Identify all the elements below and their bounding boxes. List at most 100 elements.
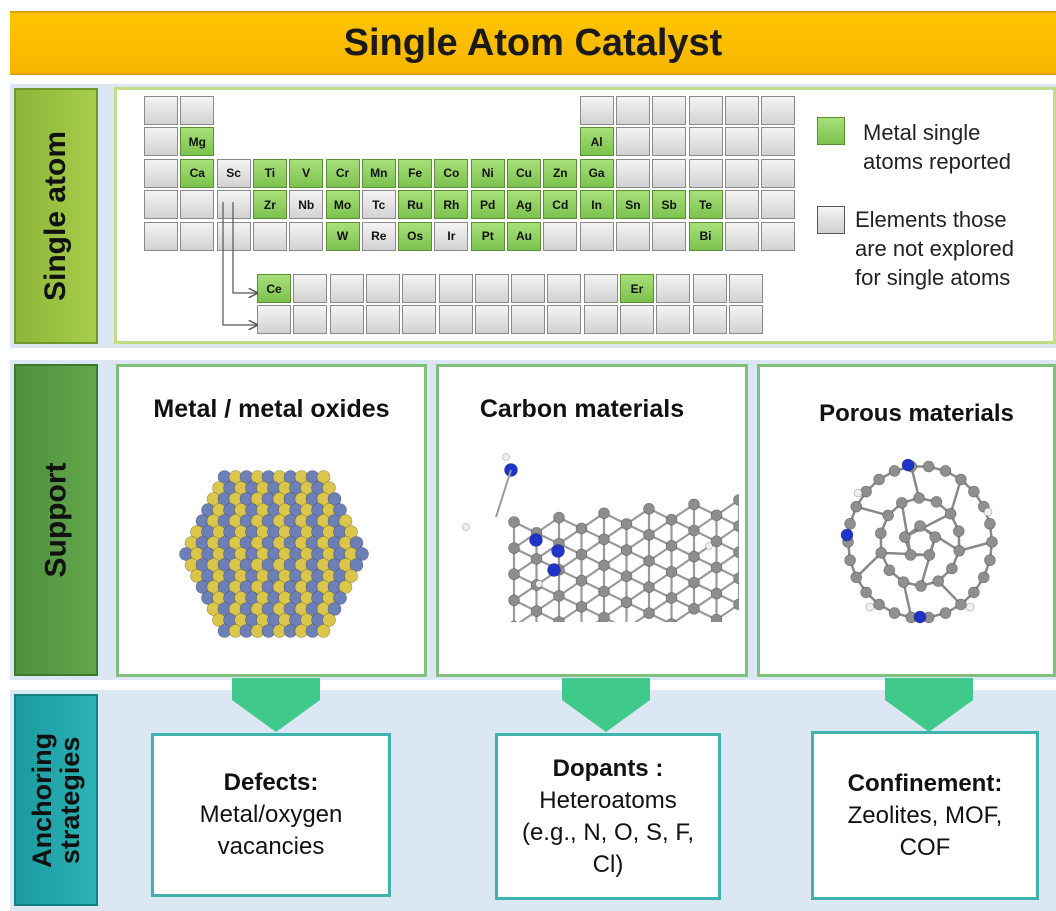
support-title-metal-oxides: Metal / metal oxides	[153, 395, 390, 423]
element-sb: Sb	[652, 190, 687, 220]
element-cell	[652, 127, 687, 157]
element-cell	[652, 158, 687, 188]
element-cell	[402, 274, 437, 303]
anchoring-card-confinement: Confinement: Zeolites, MOF, COF	[811, 731, 1039, 900]
element-cell	[543, 221, 578, 251]
element-al: Al	[579, 127, 614, 157]
element-mg: Mg	[180, 127, 215, 157]
down-arrow-icon	[885, 678, 973, 732]
element-cell	[615, 221, 650, 251]
element-cell	[761, 96, 796, 125]
element-ir: Ir	[434, 221, 469, 251]
element-os: Os	[398, 221, 433, 251]
hydrogen-atom	[705, 542, 713, 550]
element-cell	[257, 305, 291, 335]
element-cell	[724, 190, 759, 220]
element-er: Er	[620, 274, 654, 303]
hydrogen-atom	[462, 523, 470, 531]
element-rh: Rh	[434, 190, 469, 220]
element-v: V	[289, 158, 324, 188]
support-title-carbon: Carbon materials	[479, 395, 685, 423]
element-cell	[474, 305, 509, 335]
section-label-single-atom: Single atom	[14, 88, 98, 344]
element-cell	[365, 274, 400, 303]
anchoring-card-dopants: Dopants : Heteroatoms (e.g., N, O, S, F,…	[495, 733, 721, 900]
nitrogen-atom	[547, 563, 561, 577]
element-au: Au	[507, 221, 541, 251]
nitrogen-doped-graphene-image	[462, 453, 739, 622]
hydrogen-atom	[965, 602, 975, 612]
anchoring-card-defects: Defects: Metal/oxygen vacancies	[151, 733, 391, 897]
element-cell	[329, 305, 364, 335]
support-card-metal-oxides: Metal / metal oxides	[116, 364, 427, 677]
element-cell	[656, 274, 691, 303]
anchoring-text: COF	[899, 833, 951, 861]
element-cell	[761, 158, 796, 188]
support-card-carbon: Carbon materials	[436, 364, 748, 677]
anchoring-text: (e.g., N, O, S, F,	[521, 818, 695, 846]
legend-label-unexplored: Elements those are not explored for sing…	[855, 207, 1014, 290]
section-label-anchoring-line-1: Anchoring	[26, 732, 57, 868]
anchoring-text: Metal/oxygen	[199, 801, 343, 828]
anchoring-text: Zeolites, MOF,	[847, 801, 1003, 829]
element-cell	[144, 158, 178, 188]
support-card-porous: Porous materials	[757, 364, 1056, 677]
element-cr: Cr	[325, 158, 360, 188]
element-cell	[652, 96, 687, 125]
element-cu: Cu	[507, 158, 541, 188]
nitrogen-atom	[913, 610, 927, 624]
element-cell	[293, 305, 328, 335]
element-cell	[579, 221, 614, 251]
anchoring-head-dopants: Dopants :	[552, 754, 664, 782]
element-cell	[728, 274, 763, 303]
hydrogen-atom	[983, 507, 993, 517]
element-cell	[180, 190, 215, 220]
element-cell	[180, 96, 215, 125]
element-cell	[688, 96, 723, 125]
element-cell	[547, 305, 582, 335]
element-cell	[724, 158, 759, 188]
element-pt: Pt	[470, 221, 505, 251]
element-cell	[761, 190, 796, 220]
element-cell	[724, 221, 759, 251]
element-zr: Zr	[252, 190, 287, 220]
nitrogen-atom	[901, 458, 915, 472]
element-cell	[583, 305, 618, 335]
element-ca: Ca	[180, 158, 215, 188]
element-fe: Fe	[398, 158, 433, 188]
anchoring-text: Heteroatoms	[539, 786, 677, 814]
element-co: Co	[434, 158, 469, 188]
element-cell	[761, 127, 796, 157]
anchoring-head-confinement: Confinement:	[847, 769, 1003, 797]
anchoring-text: vacancies	[217, 833, 325, 860]
element-tc: Tc	[361, 190, 396, 220]
section-label-anchoring: Anchoring strategies	[14, 694, 98, 906]
element-cell	[511, 305, 546, 335]
element-cell	[688, 158, 723, 188]
nitrogen-atom	[529, 533, 543, 547]
element-cell	[692, 305, 727, 335]
legend-swatch-unexplored	[817, 206, 845, 234]
section-label-anchoring-line-2: strategies	[55, 736, 85, 864]
element-ni: Ni	[470, 158, 505, 188]
element-cell	[252, 221, 287, 251]
page-title: Single Atom Catalyst	[10, 11, 1056, 75]
element-cell	[438, 274, 473, 303]
porous-cage-structure-image	[840, 458, 998, 624]
element-mn: Mn	[361, 158, 396, 188]
section-label-single-atom-text: Single atom	[39, 130, 72, 302]
element-cell	[511, 274, 546, 303]
element-mo: Mo	[325, 190, 360, 220]
nitrogen-atom	[551, 544, 565, 558]
element-ce: Ce	[257, 274, 291, 303]
element-cell	[652, 221, 687, 251]
element-cell	[724, 96, 759, 125]
metal-oxide-nanoparticle-image	[179, 470, 369, 638]
element-cell	[579, 96, 614, 125]
element-cell	[724, 127, 759, 157]
element-ru: Ru	[398, 190, 433, 220]
element-cell	[761, 221, 796, 251]
legend-swatch-reported	[817, 117, 845, 145]
element-cell	[402, 305, 437, 335]
